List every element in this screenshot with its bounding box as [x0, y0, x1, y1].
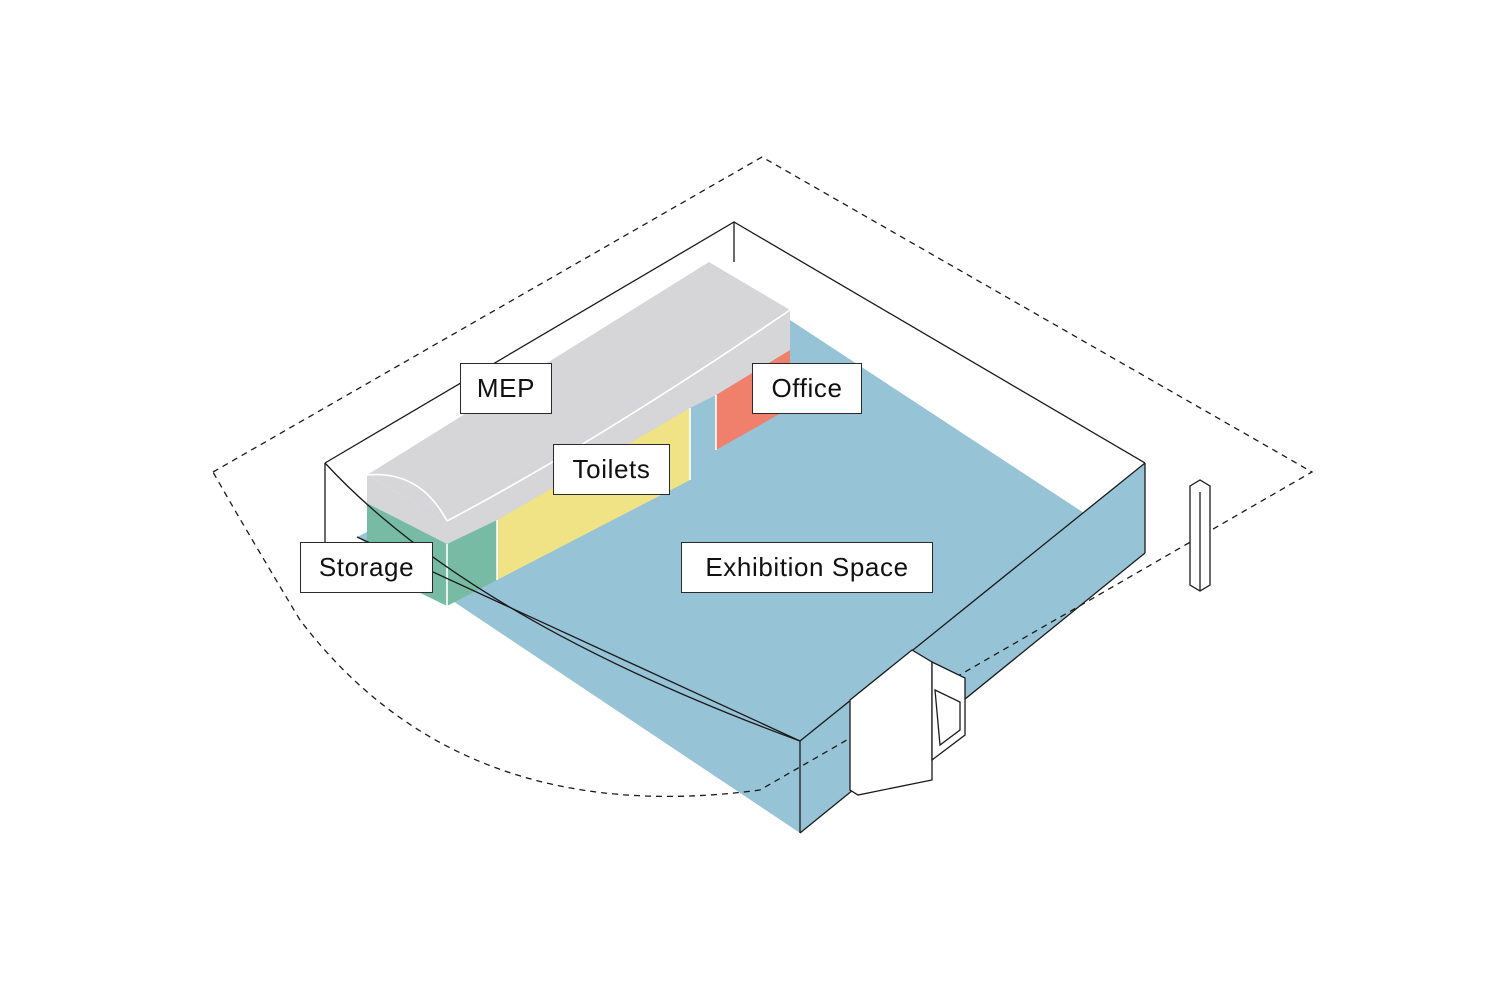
- storage-label: Storage: [300, 542, 433, 593]
- mep-left: [367, 475, 447, 544]
- curved-wall: [324, 462, 801, 742]
- office-label: Office: [752, 363, 862, 414]
- mep-ridge-line: [366, 309, 791, 522]
- mep-front: [447, 310, 790, 544]
- toilets-label: Toilets: [553, 444, 670, 495]
- mep-top: [367, 262, 790, 521]
- site-totem: [1189, 479, 1211, 592]
- mep-label: MEP: [460, 363, 552, 414]
- entrance-portal: [849, 649, 966, 796]
- exhibition-space-label: Exhibition Space: [681, 542, 933, 593]
- zone-dividers: [446, 395, 717, 606]
- site-boundary: [212, 156, 1314, 798]
